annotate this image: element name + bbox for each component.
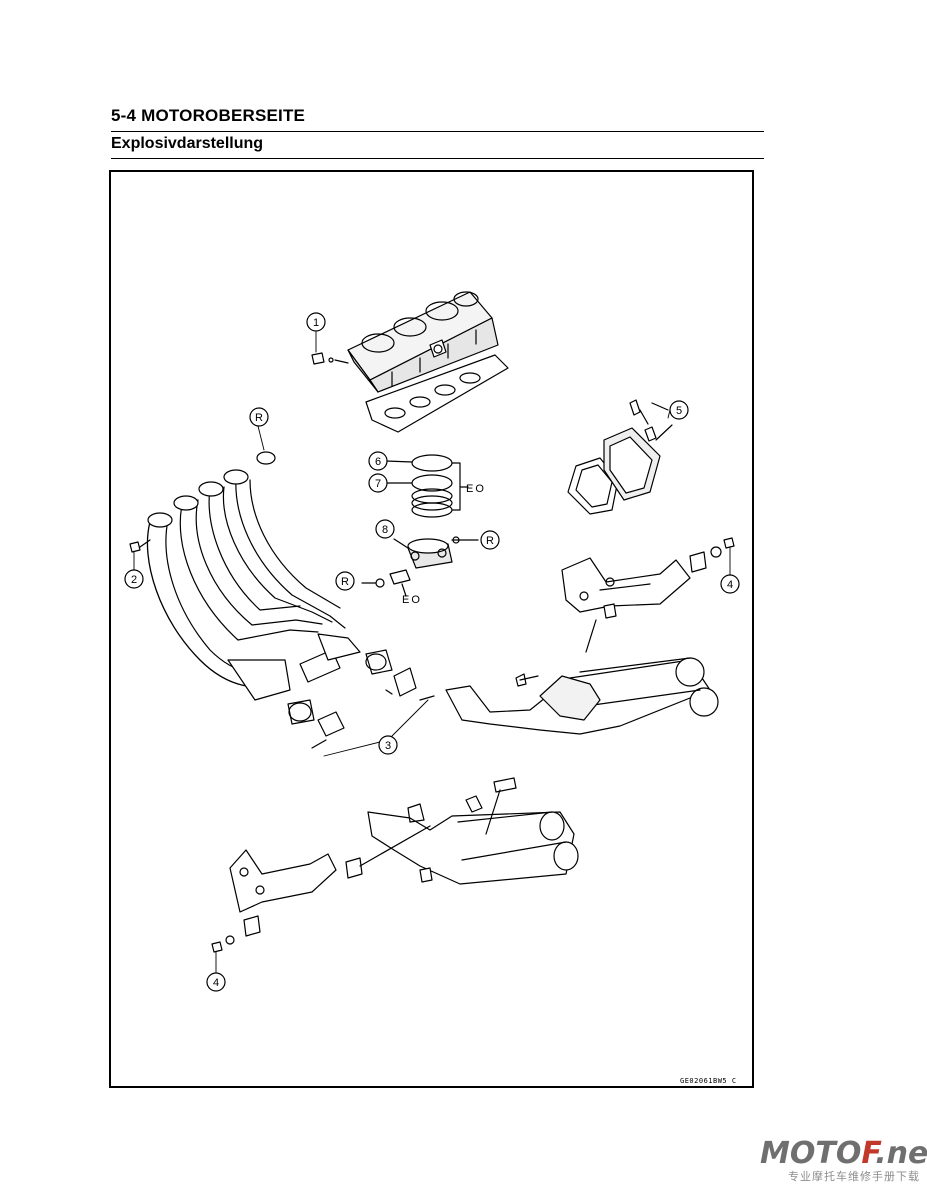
callout-5: 5 — [676, 405, 682, 417]
cylinder-gasket — [365, 354, 509, 433]
section-title: 5-4 MOTOROBERSEITE — [111, 106, 306, 125]
thermostat-housing — [567, 399, 673, 515]
callout-4-upper: 4 — [727, 579, 733, 591]
header-nut — [129, 539, 151, 553]
piston-rings — [385, 454, 469, 518]
diagram-frame — [109, 170, 754, 1088]
subsection-title: Explosivdarstellung — [111, 135, 264, 152]
watermark: MOTOF.net 专业摩托车维修手册下载 — [760, 1136, 927, 1184]
callout-1: 1 — [313, 317, 319, 329]
watermark-brand: MOTOF.net — [760, 1136, 927, 1171]
callout-7: 7 — [375, 478, 381, 490]
title-rule — [111, 131, 764, 132]
footpeg-bracket-right — [561, 537, 735, 653]
r-label-circlip: R — [486, 535, 494, 547]
callout-4-lower: 4 — [213, 977, 219, 989]
muffler-lower — [367, 777, 579, 885]
eo-label-pin: EO — [402, 594, 422, 606]
callout-3: 3 — [385, 740, 391, 752]
figure-code: GE02061BW5 C — [680, 1077, 737, 1085]
callout-2: 2 — [131, 574, 137, 586]
clamp-set — [287, 649, 435, 749]
r-label-pin-clip: R — [341, 576, 349, 588]
exhaust-header-pipes — [146, 451, 361, 701]
callout-6: 6 — [375, 456, 381, 468]
leader-lines — [133, 331, 731, 973]
footpeg-bracket-left — [211, 825, 431, 953]
piston-pin — [361, 569, 411, 597]
callout-circles — [124, 312, 740, 992]
r-label-gasket: R — [255, 412, 263, 424]
callout-labels: 1 2 3 4 4 5 6 7 8 R R R EO EO — [131, 317, 733, 989]
subtitle-rule — [111, 158, 764, 159]
eo-label-rings: EO — [466, 483, 486, 495]
watermark-tagline: 专业摩托车维修手册下载 — [788, 1170, 920, 1183]
cylinder-block — [347, 291, 499, 393]
cylinder-nut — [311, 352, 349, 365]
muffler-upper — [445, 657, 719, 735]
piston — [393, 536, 479, 569]
callout-8: 8 — [382, 524, 388, 536]
